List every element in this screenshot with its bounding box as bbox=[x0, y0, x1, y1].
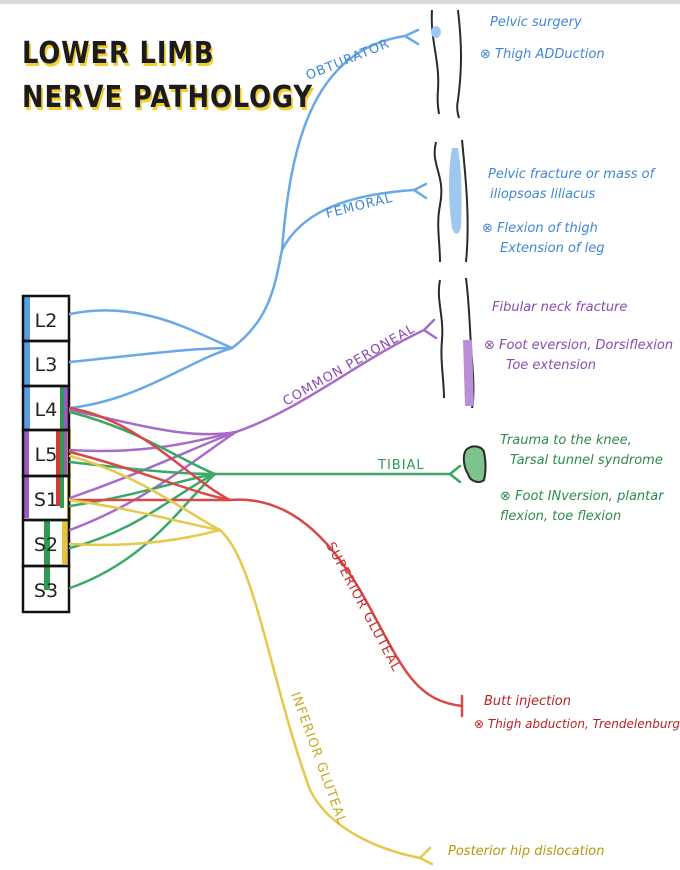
root-color-strip-s2-yellow bbox=[62, 520, 69, 564]
superior-gluteal-branches bbox=[68, 406, 464, 718]
superior-gluteal-trunk bbox=[228, 498, 464, 708]
obturator-femoral-branches bbox=[68, 28, 428, 410]
note-tibial-2: Tarsal tunnel syndrome bbox=[510, 453, 663, 468]
top-border bbox=[0, 0, 680, 4]
title-line-1: LOWER LIMB bbox=[22, 36, 215, 71]
note-superior-gluteal-2: ⊗ Thigh abduction, Trendelenburg bbox=[474, 717, 680, 731]
label-inferior-gluteal: INFERIOR GLUTEAL bbox=[287, 690, 349, 827]
root-label-l2: L2 bbox=[35, 310, 58, 332]
inferior-gluteal-branches bbox=[68, 454, 434, 866]
leg-sketch-femoral bbox=[433, 139, 469, 263]
note-femoral-2: iliopsoas liliacus bbox=[490, 187, 595, 202]
notes-common-peroneal: Fibular neck fracture ⊗ Foot eversion, D… bbox=[484, 300, 673, 373]
obturator-highlight bbox=[431, 26, 441, 38]
root-label-s2: S2 bbox=[34, 534, 58, 556]
obturator-branch bbox=[280, 34, 407, 252]
femoral-branch bbox=[280, 188, 416, 252]
root-color-strip-s2-green bbox=[44, 520, 50, 590]
root-label-l5: L5 bbox=[35, 444, 58, 466]
note-peroneal-1: Fibular neck fracture bbox=[492, 300, 627, 315]
notes-superior-gluteal: Butt injection ⊗ Thigh abduction, Trende… bbox=[474, 694, 680, 731]
label-common-peroneal: COMMON PERONEAL bbox=[281, 321, 419, 409]
green-root-l5 bbox=[68, 460, 217, 476]
purple-root-s2 bbox=[68, 430, 238, 532]
tibial-fork bbox=[448, 464, 462, 484]
notes-inferior-gluteal: Posterior hip dislocation bbox=[448, 844, 605, 859]
inferior-gluteal-trunk bbox=[218, 528, 422, 860]
note-obturator-2: ⊗ Thigh ADDuction bbox=[480, 47, 605, 62]
blue-trunk bbox=[230, 248, 284, 350]
purple-root-l5 bbox=[68, 430, 238, 453]
note-femoral-1: Pelvic fracture or mass of bbox=[488, 167, 657, 182]
blue-root-l4 bbox=[68, 346, 234, 410]
note-peroneal-2: ⊗ Foot eversion, Dorsiflexion bbox=[484, 338, 673, 353]
green-root-s1 bbox=[68, 472, 217, 508]
root-label-s3: S3 bbox=[34, 580, 58, 602]
root-color-strip-l5-purple bbox=[23, 430, 29, 518]
yellow-root-l5 bbox=[68, 454, 222, 532]
notes-obturator: Pelvic surgery ⊗ Thigh ADDuction bbox=[480, 15, 605, 62]
label-superior-gluteal: SUPERIOR GLUTEAL bbox=[322, 540, 403, 675]
femoral-fork bbox=[412, 182, 428, 200]
notes-femoral: Pelvic fracture or mass of iliopsoas lil… bbox=[482, 167, 657, 256]
note-inferior-gluteal-1: Posterior hip dislocation bbox=[448, 844, 605, 859]
obturator-fork bbox=[403, 28, 420, 46]
blue-root-l2 bbox=[68, 309, 234, 350]
femoral-highlight bbox=[449, 148, 462, 234]
root-label-l3: L3 bbox=[35, 354, 58, 376]
yellow-root-s2 bbox=[68, 528, 222, 547]
common-peroneal-fork bbox=[422, 318, 438, 340]
nerve-root-column: L2 L3 L4 L5 S1 S2 S3 bbox=[21, 294, 71, 614]
note-peroneal-3: Toe extension bbox=[506, 358, 596, 373]
peroneal-highlight bbox=[463, 340, 474, 406]
note-superior-gluteal-1: Butt injection bbox=[484, 694, 571, 709]
green-root-s2 bbox=[68, 472, 217, 550]
note-obturator-1: Pelvic surgery bbox=[490, 15, 582, 30]
root-box-s3 bbox=[21, 564, 71, 614]
tibial-foot-highlight bbox=[462, 445, 487, 483]
inferior-gluteal-fork bbox=[418, 846, 434, 866]
note-femoral-4: Extension of leg bbox=[500, 241, 604, 256]
root-label-s1: S1 bbox=[34, 489, 58, 511]
notes-tibial: Trauma to the knee, Tarsal tunnel syndro… bbox=[500, 433, 665, 524]
blue-root-l3 bbox=[68, 346, 234, 364]
label-obturator: OBTURATOR bbox=[304, 36, 392, 83]
leg-sketch-peroneal bbox=[437, 277, 475, 409]
red-root-l5 bbox=[68, 450, 232, 502]
note-tibial-4: flexion, toe flexion bbox=[500, 509, 621, 524]
note-tibial-3: ⊗ Foot INversion, plantar bbox=[500, 489, 665, 504]
yellow-root-s1 bbox=[68, 498, 222, 532]
root-color-strip-l4-blue bbox=[23, 386, 30, 430]
root-color-strip-l5-red bbox=[56, 430, 60, 506]
root-color-strip-l4-green bbox=[60, 386, 64, 508]
note-tibial-1: Trauma to the knee, bbox=[500, 433, 632, 448]
common-peroneal-trunk bbox=[234, 328, 426, 434]
root-label-l4: L4 bbox=[35, 399, 58, 421]
green-root-l4 bbox=[68, 410, 217, 476]
note-femoral-3: ⊗ Flexion of thigh bbox=[482, 221, 598, 236]
label-tibial: TIBIAL bbox=[377, 458, 425, 473]
label-femoral: FEMORAL bbox=[324, 191, 394, 222]
title-line-2: NERVE PATHOLOGY bbox=[22, 80, 313, 115]
red-root-l4 bbox=[68, 406, 232, 502]
leg-sketch-obturator bbox=[430, 9, 462, 119]
purple-root-s1 bbox=[68, 430, 238, 500]
